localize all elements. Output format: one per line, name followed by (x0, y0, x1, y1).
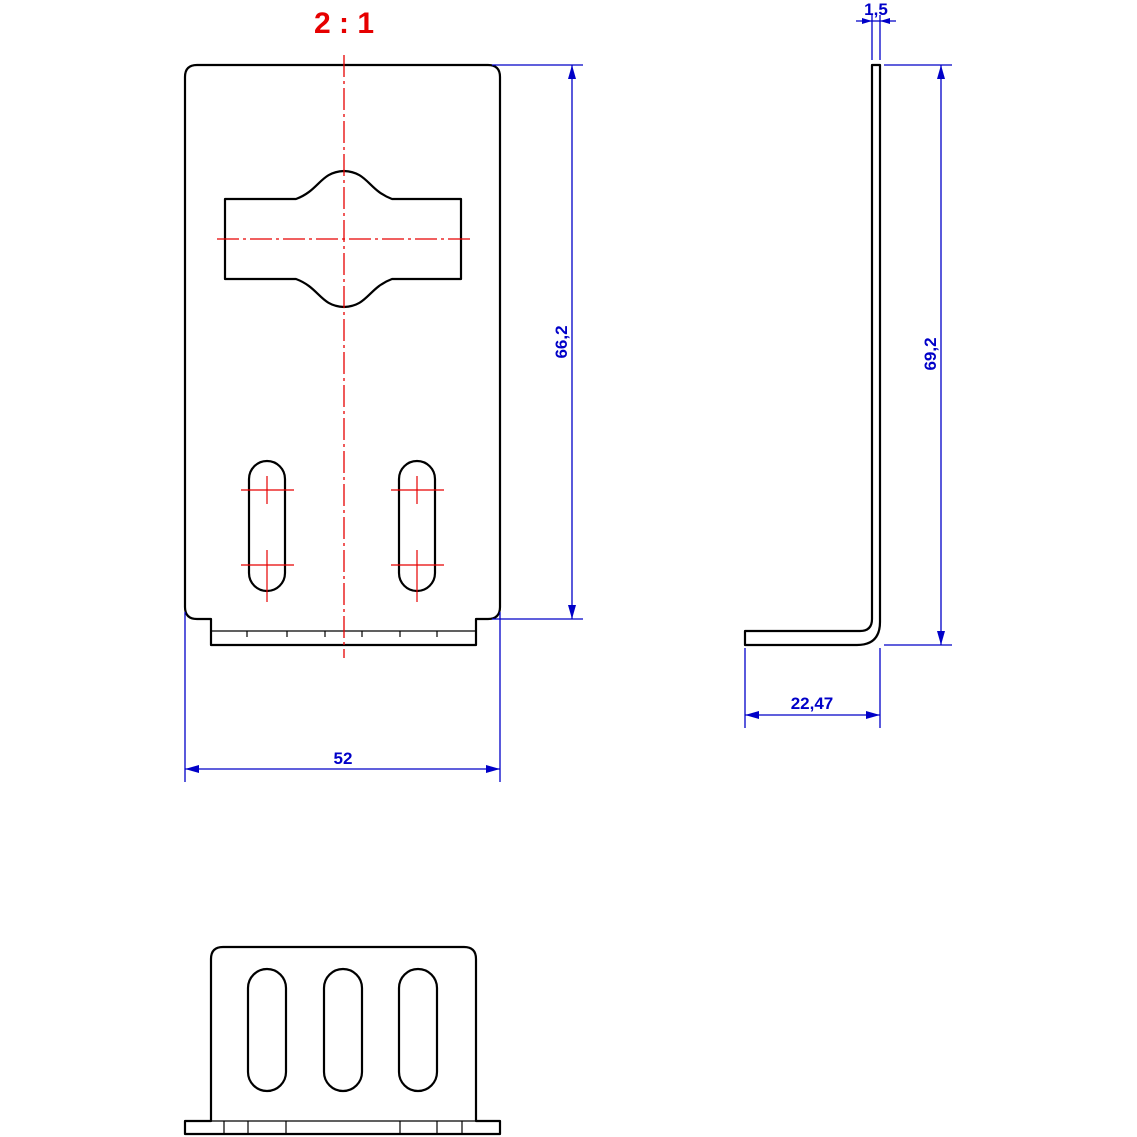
scale-label: 2 : 1 (314, 7, 374, 40)
dimension-flange: 22,47 (744, 648, 881, 728)
bottom-flange-outline (183, 945, 502, 1136)
dimension-flange-value: 22,47 (791, 694, 834, 713)
slot-crosshairs (241, 476, 444, 602)
bottom-slot-middle (322, 967, 364, 1093)
bottom-view (183, 945, 502, 1136)
bottom-slot-right (397, 967, 439, 1093)
front-view: 52 66,2 (183, 55, 583, 782)
dimension-height-front: 66,2 (492, 64, 583, 620)
bottom-slot-left (246, 967, 288, 1093)
front-plate-outline (183, 63, 502, 647)
bend-ticks (246, 631, 438, 637)
dimension-height-side: 69,2 (884, 64, 952, 646)
side-view: 1,5 69,2 22,47 (743, 0, 952, 728)
dimension-width: 52 (184, 612, 501, 782)
dimension-thickness-value: 1,5 (864, 0, 888, 19)
dimension-thickness: 1,5 (856, 0, 896, 60)
dimension-width-value: 52 (334, 749, 353, 768)
dimension-height-side-value: 69,2 (921, 337, 940, 370)
bottom-bend-ticks (223, 1121, 463, 1134)
side-profile-outline (743, 63, 882, 647)
dimension-height-front-value: 66,2 (552, 325, 571, 358)
keyhole-cutout (223, 169, 463, 309)
